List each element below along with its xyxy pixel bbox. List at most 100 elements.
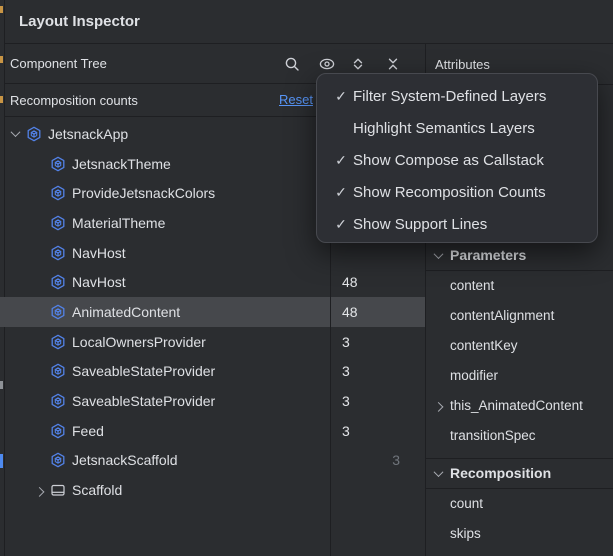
tree-row-feed[interactable]: Feed 3 bbox=[0, 416, 425, 446]
attr-item-this-animatedcontent[interactable]: this_AnimatedContent bbox=[426, 390, 613, 420]
compose-node-icon bbox=[26, 126, 42, 142]
recomposition-counts-label: Recomposition counts bbox=[10, 92, 138, 108]
tree-node-label: SaveableStateProvider bbox=[72, 393, 216, 410]
search-icon[interactable] bbox=[284, 56, 300, 72]
compose-node-icon bbox=[50, 304, 66, 320]
chevron-down-icon[interactable] bbox=[5, 126, 26, 142]
section-title: Parameters bbox=[450, 247, 527, 263]
recomposition-count: 48 bbox=[342, 274, 358, 291]
tree-row-jetsnackapp[interactable]: JetsnackApp bbox=[0, 119, 425, 149]
tree-row-saveablestateprovider-1[interactable]: SaveableStateProvider 3 bbox=[0, 357, 425, 387]
component-tree-header: Component Tree bbox=[5, 44, 425, 84]
menu-item-label: Show Compose as Callstack bbox=[353, 151, 544, 169]
tree-node-label: Feed bbox=[72, 422, 104, 439]
tree-row-providejetsnackcolors[interactable]: ProvideJetsnackColors bbox=[0, 178, 425, 208]
tree-node-label: SaveableStateProvider bbox=[72, 363, 216, 380]
attr-item-count[interactable]: count bbox=[426, 488, 613, 518]
clipped-icon-mark bbox=[0, 454, 3, 468]
component-tree-panel: Component Tree Recomposition counts Rese… bbox=[0, 44, 425, 556]
menu-item-show-compose-as-callstack[interactable]: ✓ Show Compose as Callstack bbox=[317, 144, 597, 176]
compose-node-icon bbox=[50, 245, 66, 261]
compose-node-icon bbox=[50, 363, 66, 379]
page-title: Layout Inspector bbox=[19, 13, 140, 30]
tree-node-label: Scaffold bbox=[72, 482, 123, 499]
tree-node-label: AnimatedContent bbox=[72, 303, 181, 320]
twisty-spacer bbox=[29, 245, 50, 261]
tree-node-label: LocalOwnersProvider bbox=[72, 333, 206, 350]
menu-item-show-recomposition-counts[interactable]: ✓ Show Recomposition Counts bbox=[317, 176, 597, 208]
recomposition-count-muted: 3 bbox=[392, 452, 400, 469]
twisty-spacer bbox=[29, 452, 50, 468]
counts-column-divider bbox=[330, 118, 331, 556]
chevron-right-icon[interactable] bbox=[430, 397, 446, 413]
tree-node-label: JetsnackTheme bbox=[72, 155, 171, 172]
compose-node-icon bbox=[50, 274, 66, 290]
view-options-icon[interactable] bbox=[319, 56, 335, 72]
checkmark-icon: ✓ bbox=[335, 151, 347, 168]
clipped-icon-mark bbox=[0, 6, 3, 13]
tree-row-animatedcontent-selected[interactable]: AnimatedContent 48 bbox=[0, 297, 425, 327]
chevron-right-icon[interactable] bbox=[29, 482, 50, 498]
tree-row-jetsnackscaffold[interactable]: JetsnackScaffold 3 bbox=[0, 446, 425, 476]
scaffold-node-icon bbox=[50, 482, 66, 498]
expand-all-icon[interactable] bbox=[350, 56, 366, 72]
clipped-icon-mark bbox=[0, 381, 3, 389]
menu-item-label: Highlight Semantics Layers bbox=[353, 119, 535, 137]
component-tree: JetsnackApp JetsnackTheme ProvideJetsnac… bbox=[0, 119, 425, 505]
attr-item-label: modifier bbox=[450, 367, 499, 383]
attr-item-contentkey[interactable]: contentKey bbox=[426, 330, 613, 360]
attr-item-contentalignment[interactable]: contentAlignment bbox=[426, 300, 613, 330]
twisty-spacer bbox=[29, 363, 50, 379]
tree-row-saveablestateprovider-2[interactable]: SaveableStateProvider 3 bbox=[0, 386, 425, 416]
component-tree-title: Component Tree bbox=[10, 56, 107, 71]
recomposition-count: 3 bbox=[342, 422, 350, 439]
recomposition-count: 3 bbox=[342, 333, 350, 350]
tree-row-jetsnacktheme[interactable]: JetsnackTheme bbox=[0, 149, 425, 179]
attributes-panel: Attributes Parameters content contentAli… bbox=[425, 44, 613, 556]
compose-node-icon bbox=[50, 185, 66, 201]
attr-item-content[interactable]: content bbox=[426, 270, 613, 300]
checkmark-icon: ✓ bbox=[335, 87, 347, 104]
tree-row-navhost-1[interactable]: NavHost bbox=[0, 238, 425, 268]
tree-row-materialtheme[interactable]: MaterialTheme bbox=[0, 208, 425, 238]
twisty-spacer bbox=[29, 215, 50, 231]
compose-node-icon bbox=[50, 215, 66, 231]
twisty-spacer bbox=[29, 334, 50, 350]
menu-item-filter-system-defined-layers[interactable]: ✓ Filter System-Defined Layers bbox=[317, 80, 597, 112]
tree-node-label: MaterialTheme bbox=[72, 214, 166, 231]
section-header-recomposition[interactable]: Recomposition bbox=[426, 458, 613, 488]
twisty-spacer bbox=[29, 156, 50, 172]
tree-row-navhost-2[interactable]: NavHost 48 bbox=[0, 267, 425, 297]
chevron-down-icon[interactable] bbox=[430, 247, 446, 263]
section-title: Recomposition bbox=[450, 465, 552, 481]
chevron-down-icon[interactable] bbox=[430, 465, 446, 481]
recomposition-count: 48 bbox=[342, 303, 358, 320]
compose-node-icon bbox=[50, 452, 66, 468]
menu-item-highlight-semantics-layers[interactable]: Highlight Semantics Layers bbox=[317, 112, 597, 144]
section-divider bbox=[426, 488, 613, 489]
menu-item-label: Show Recomposition Counts bbox=[353, 183, 546, 201]
recomposition-count: 3 bbox=[342, 393, 350, 410]
clipped-icon-mark bbox=[0, 56, 3, 63]
window-edge-strip bbox=[0, 0, 5, 556]
section-divider bbox=[426, 270, 613, 271]
menu-item-show-support-lines[interactable]: ✓ Show Support Lines bbox=[317, 208, 597, 240]
recomposition-count: 3 bbox=[342, 363, 350, 380]
panel-edge-divider bbox=[4, 0, 5, 556]
section-divider bbox=[426, 458, 613, 459]
attr-item-transitionspec[interactable]: transitionSpec bbox=[426, 420, 613, 450]
checkmark-icon: ✓ bbox=[335, 183, 347, 200]
attr-item-modifier[interactable]: modifier bbox=[426, 360, 613, 390]
tree-row-scaffold[interactable]: Scaffold bbox=[0, 475, 425, 505]
menu-item-label: Filter System-Defined Layers bbox=[353, 87, 547, 105]
compose-node-icon bbox=[50, 423, 66, 439]
attr-item-skips[interactable]: skips bbox=[426, 518, 613, 548]
attr-item-label: contentKey bbox=[450, 337, 518, 353]
tree-row-localownersprovider[interactable]: LocalOwnersProvider 3 bbox=[0, 327, 425, 357]
twisty-spacer bbox=[29, 393, 50, 409]
tree-node-label: JetsnackScaffold bbox=[72, 452, 178, 469]
twisty-spacer bbox=[29, 304, 50, 320]
reset-counts-link[interactable]: Reset bbox=[279, 92, 313, 107]
collapse-all-icon[interactable] bbox=[385, 56, 401, 72]
section-header-parameters[interactable]: Parameters bbox=[426, 240, 613, 270]
